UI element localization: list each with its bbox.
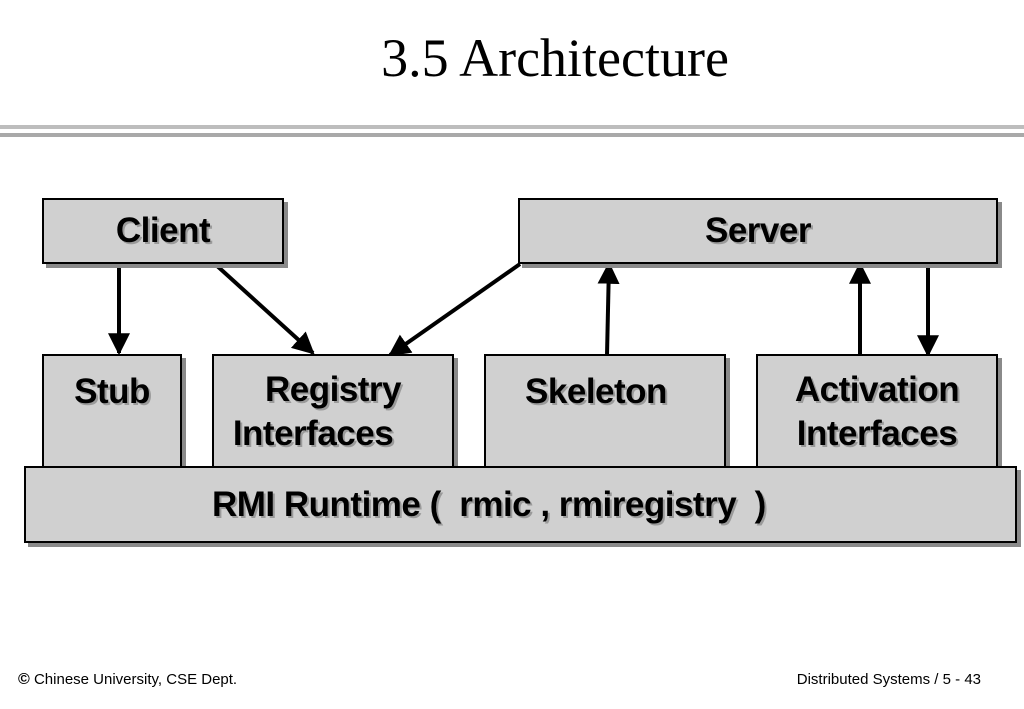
rmi-runtime-box: RMI Runtime ( rmic , rmiregistry ) xyxy=(24,466,1017,543)
arrow-skeleton-to-server xyxy=(597,261,620,356)
activation-interfaces-box: Activation Interfaces xyxy=(756,354,998,468)
registry-label-line2: Interfaces xyxy=(232,414,394,453)
client-box: Client xyxy=(42,198,284,264)
activation-label-line1: Activation xyxy=(794,370,960,409)
activation-label-line2: Interfaces xyxy=(796,414,958,453)
registry-label-line1: Registry xyxy=(264,370,402,409)
title-divider-bottom xyxy=(0,133,1024,137)
rmi-runtime-label: RMI Runtime ( rmic , rmiregistry ) xyxy=(212,484,766,524)
footer-left: © Chinese University, CSE Dept. xyxy=(18,671,237,689)
registry-interfaces-label: Registry Interfaces xyxy=(233,368,402,456)
arrow-server-to-registry xyxy=(388,262,522,357)
stub-label: Stub xyxy=(74,372,150,411)
copyright-symbol: © xyxy=(18,671,30,688)
arrow-client-to-registry xyxy=(213,262,315,355)
footer-left-text: Chinese University, CSE Dept. xyxy=(29,671,238,688)
server-box: Server xyxy=(518,198,998,264)
client-label: Client xyxy=(115,211,211,250)
skeleton-label: Skeleton xyxy=(525,372,667,411)
registry-interfaces-box: Registry Interfaces xyxy=(212,354,454,468)
stub-box: Stub xyxy=(42,354,182,468)
server-label: Server xyxy=(705,211,811,250)
title-divider-top xyxy=(0,125,1024,129)
activation-interfaces-label: Activation Interfaces xyxy=(794,368,960,456)
page-title: 3.5 Architecture xyxy=(381,28,729,88)
skeleton-box: Skeleton xyxy=(484,354,726,468)
footer-right: Distributed Systems / 5 - 43 xyxy=(796,671,981,688)
